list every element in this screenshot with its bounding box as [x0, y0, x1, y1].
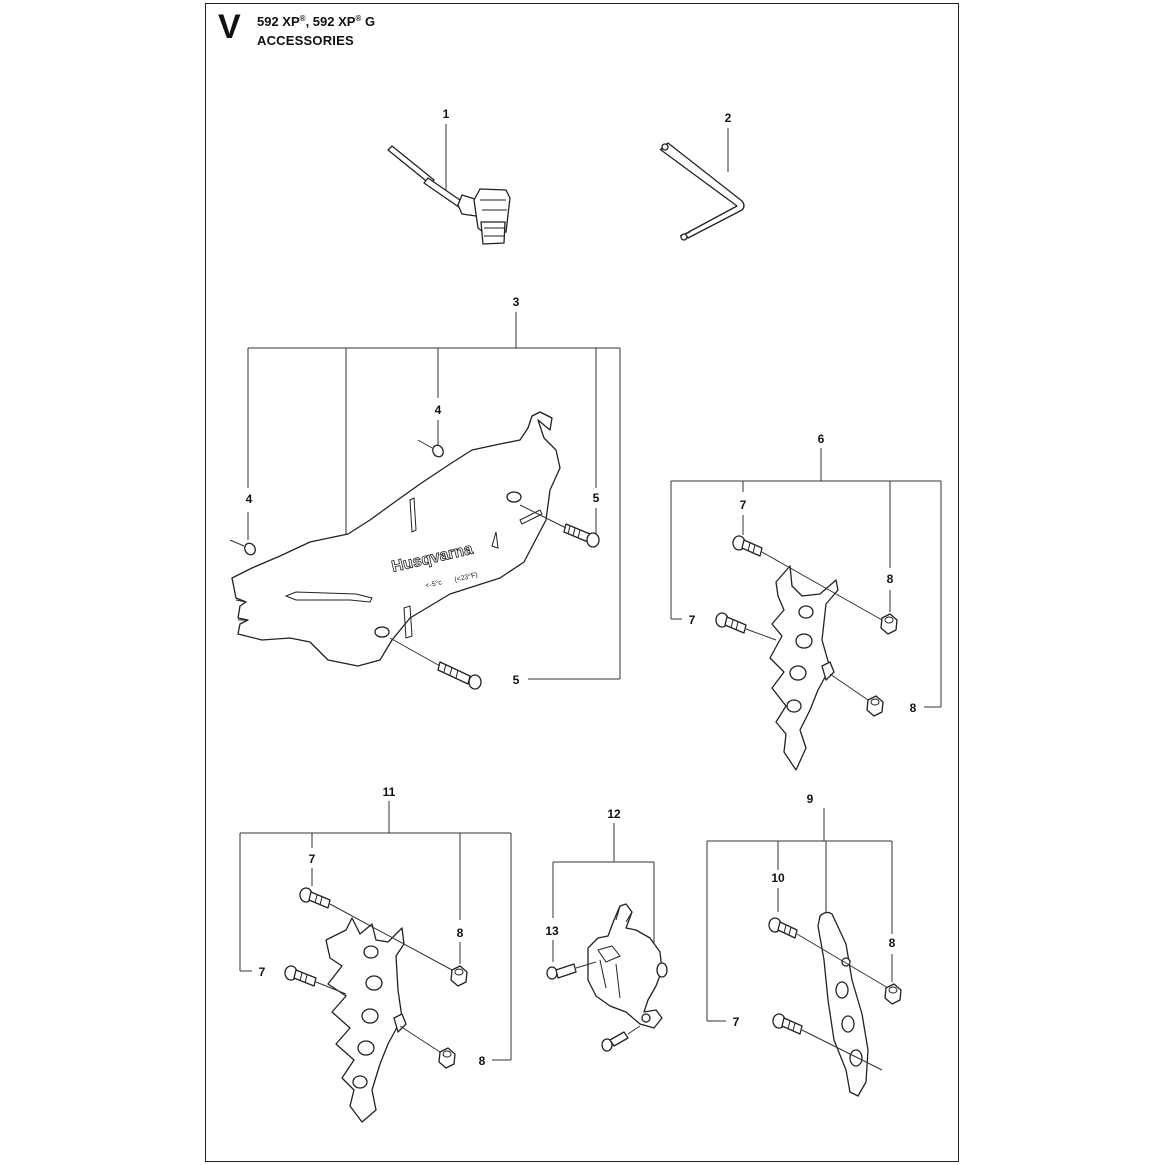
callout-2: 2 [725, 111, 732, 125]
callout-9: 9 [807, 792, 814, 806]
hex-key [659, 142, 745, 241]
callout-7-upper-11: 7 [309, 852, 316, 866]
o-ring-upper [432, 444, 444, 458]
bumper-spike-6 [769, 565, 839, 771]
callout-3: 3 [513, 295, 520, 309]
callout-10: 10 [771, 871, 785, 885]
callout-4-lower: 4 [246, 492, 253, 506]
screw-7-lower-11 [284, 965, 347, 995]
callout-13: 13 [545, 924, 559, 938]
chain-guard: Husqvarna <-5°c (<23°F) [231, 411, 561, 667]
callout-8-upper-6: 8 [887, 572, 894, 586]
screw-5-upper [519, 504, 600, 548]
callout-7-lower-11: 7 [259, 965, 266, 979]
nut-8-upper-11 [450, 965, 468, 987]
section-letter: V [218, 8, 241, 46]
callout-8-plate: 8 [889, 936, 896, 950]
callout-12: 12 [607, 807, 621, 821]
callout-11: 11 [383, 785, 396, 799]
bracket-11-leaders [239, 801, 512, 1061]
chain-catcher [587, 903, 668, 1029]
guard-marking-1: <-5°c [425, 578, 443, 590]
bracket-12-leaders [552, 823, 655, 962]
screw-7-upper-6 [732, 535, 883, 621]
guard-bracket-leaders [247, 312, 621, 680]
callout-8-upper-11: 8 [457, 926, 464, 940]
bracket-6-leaders [670, 448, 942, 708]
callout-5-lower: 5 [513, 673, 520, 687]
section-title: ACCESSORIES [257, 33, 354, 48]
model-line: 592 XP®, 592 XP® G [257, 14, 375, 29]
nut-8-lower-11 [399, 1025, 456, 1069]
callout-6: 6 [818, 432, 825, 446]
o-ring-lower [244, 542, 256, 556]
callout-7-lower-6: 7 [689, 613, 696, 627]
nut-8-lower-6 [829, 673, 884, 717]
combination-wrench [387, 145, 511, 245]
model-2: 592 XP [312, 14, 356, 29]
model-1: 592 XP [257, 14, 300, 29]
nut-8-plate [884, 983, 902, 1005]
screw-7-plate [772, 1013, 883, 1071]
bracket-9-leaders [706, 808, 893, 1022]
callout-7-upper-6: 7 [740, 498, 747, 512]
callout-4-upper: 4 [435, 403, 442, 417]
callout-7-plate: 7 [733, 1015, 740, 1029]
callout-1: 1 [443, 107, 450, 121]
screw-5-lower [389, 637, 482, 690]
callout-5-upper: 5 [593, 491, 600, 505]
screw-7-lower-6 [715, 612, 777, 641]
registered-mark-2: ® [355, 14, 362, 23]
model-separator: , [305, 14, 313, 29]
screw-13-upper [546, 961, 597, 980]
screw-13-lower [601, 1025, 641, 1052]
screw-7-upper-11 [299, 887, 453, 971]
nut-8-upper-6 [880, 613, 898, 635]
callout-8-lower-6: 8 [910, 701, 917, 715]
registered-mark-1: ® [299, 14, 306, 23]
model-2-suffix: G [361, 14, 376, 29]
screw-10 [768, 917, 889, 989]
callout-8-lower-11: 8 [479, 1054, 486, 1068]
bumper-plate [817, 911, 869, 1097]
bumper-spike-11 [325, 917, 407, 1123]
